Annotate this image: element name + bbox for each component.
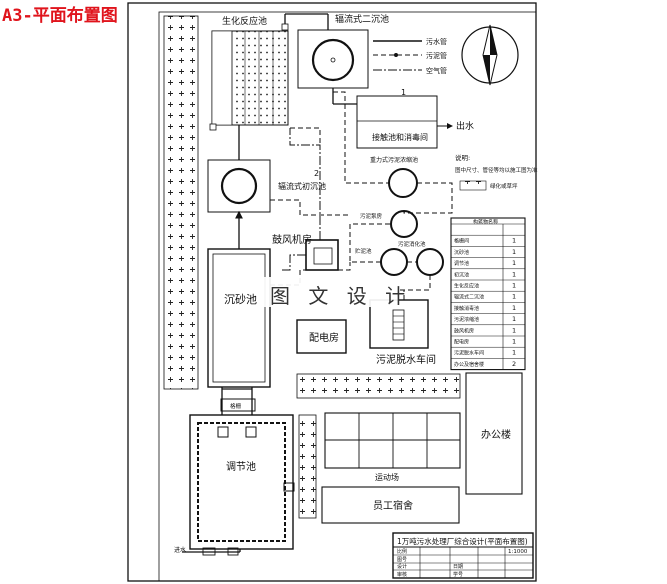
equalization-label: 调节池 — [226, 460, 256, 473]
table-cell-count: 1 — [512, 304, 516, 312]
sludge-thickener — [388, 168, 418, 198]
pipe-legend: 污水管 污泥管 空气管 — [373, 37, 447, 75]
disinfection-tank — [356, 95, 453, 149]
dormitory-building — [321, 486, 460, 524]
secondary-clarifier-label: 辐流式二沉池 — [335, 13, 389, 25]
office-building — [465, 372, 523, 495]
title-cell-2: 图号 — [397, 557, 407, 563]
north-arrow-icon — [461, 24, 519, 86]
grit-chamber-label: 沉砂池 — [224, 293, 257, 306]
pipe-network — [182, 13, 453, 556]
power-room — [296, 319, 347, 354]
table-cell-name: 接触消毒池 — [454, 305, 479, 312]
sludge-thickener-label: 重力式污泥浓缩池 — [370, 156, 418, 164]
title-cell-3: 设计 — [397, 563, 407, 570]
screen-chamber — [220, 398, 256, 412]
office-label: 办公楼 — [481, 428, 511, 441]
title-block-title: 1万吨污水处理厂综合设计(平面布置图) — [397, 536, 528, 546]
site-boundary — [158, 11, 537, 582]
table-cell-count: 1 — [512, 349, 516, 357]
disinfection-label: 接触池和消毒间 — [372, 132, 428, 142]
primary-clarifier-label: 辐流式初沉池 — [278, 181, 326, 191]
title-cell-6: 学号 — [453, 571, 463, 578]
table-cell-count: 1 — [512, 338, 516, 346]
notes-title: 说明: — [455, 153, 470, 162]
digester-label: 污泥消化池 — [398, 240, 426, 248]
power-room-label: 配电房 — [309, 331, 339, 344]
notes-text: 图中尺寸、管径等均以施工图为准 — [455, 166, 538, 174]
table-cell-name: 生化反应池 — [454, 283, 479, 290]
sports-field — [324, 412, 461, 469]
node-label-2: 2 — [314, 169, 319, 178]
table-cell-name: 沉砂池 — [454, 249, 469, 256]
outlet-label: 出水 — [456, 120, 474, 132]
hatch-label: 绿化或草坪 — [490, 182, 518, 190]
sludge-workshop-label: 污泥脱水车间 — [376, 353, 436, 366]
table-cell-count: 1 — [512, 270, 516, 278]
bio-reactor-label: 生化反应池 — [222, 15, 267, 27]
sports-field-label: 运动场 — [375, 472, 399, 482]
watermark-text: 图 文 设 计 — [270, 284, 412, 308]
watermark-band — [258, 277, 398, 307]
bio-reactor-tank — [209, 23, 289, 131]
sludge-pump-label: 污泥泵房 — [360, 212, 383, 220]
inlet-label: 进水 — [174, 546, 186, 554]
blower-room-label: 鼓风机房 — [272, 233, 312, 246]
title-cell-4: 审核 — [397, 571, 407, 578]
green-belt-middle — [296, 373, 461, 399]
table-header-name: 构筑物名称 — [473, 219, 498, 226]
table-cell-name: 办公及宿舍楼 — [454, 361, 484, 368]
title-block — [392, 532, 534, 579]
table-cell-name: 污泥浓缩池 — [454, 316, 479, 323]
table-cell-name: 配电房 — [454, 339, 469, 346]
title-cell-5: 日期 — [453, 564, 463, 570]
title-block-scale: 1:1000 — [508, 549, 528, 555]
table-cell-count: 1 — [512, 315, 516, 323]
grit-chamber — [207, 248, 271, 388]
green-belt-left — [163, 15, 199, 390]
legend-air-pipe: 空气管 — [426, 66, 447, 75]
sludge-dewatering-workshop — [369, 299, 429, 349]
table-cell-count: 1 — [512, 326, 516, 334]
table-cell-count: 2 — [512, 360, 516, 368]
table-cell-count: 1 — [512, 293, 516, 301]
sludge-tank-label: 贮泥池 — [355, 247, 372, 255]
node-label-1: 1 — [401, 88, 406, 97]
table-cell-name: 鼓风机房 — [454, 327, 474, 334]
table-cell-count: 1 — [512, 237, 516, 245]
table-cell-name: 初沉池 — [454, 271, 469, 278]
title-cell-1: 比例 — [397, 548, 407, 555]
table-cell-count: 1 — [512, 259, 516, 267]
equalization-tank — [189, 414, 295, 550]
legend-sewage-pipe: 污水管 — [426, 37, 447, 46]
hatch-sample — [459, 180, 487, 191]
drawing-heading: A3-平面布置图 — [2, 6, 118, 26]
dormitory-label: 员工宿舍 — [373, 499, 413, 512]
table-cell-name: 调节池 — [454, 260, 469, 267]
screen-label: 格栅 — [230, 402, 242, 410]
primary-clarifier — [207, 159, 271, 213]
table-cell-name: 辐流式二沉池 — [454, 294, 484, 301]
table-cell-count: 1 — [512, 282, 516, 290]
table-cell-name: 格栅间 — [454, 238, 469, 245]
table-cell-name: 污泥脱水车间 — [454, 350, 484, 357]
table-cell-count: 1 — [512, 248, 516, 256]
legend-sludge-pipe: 污泥管 — [426, 51, 447, 60]
green-belt-small — [298, 414, 317, 519]
secondary-clarifier — [297, 29, 369, 89]
